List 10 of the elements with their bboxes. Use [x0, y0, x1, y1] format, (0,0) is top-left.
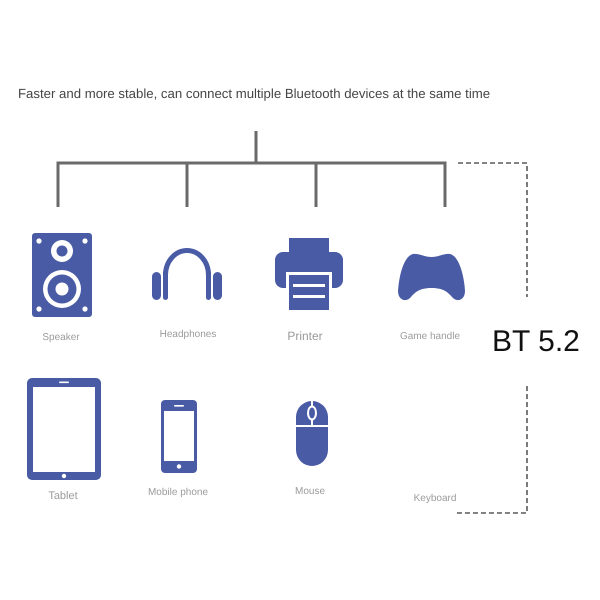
device-label: Speaker [42, 332, 80, 344]
device-label: Headphones [160, 329, 216, 340]
device-label: Mobile phone [148, 487, 208, 498]
device-label: Printer [287, 330, 323, 344]
device-label: Keyboard [414, 493, 456, 504]
device-label: Mouse [294, 486, 325, 498]
version-label: BT 5.2 [492, 327, 580, 357]
heading-text: Faster and more stable, can connect multiple Bluetooth devices at the same time [18, 86, 490, 102]
device-label: Game handle [400, 331, 460, 342]
device-label: Tablet [48, 490, 78, 503]
